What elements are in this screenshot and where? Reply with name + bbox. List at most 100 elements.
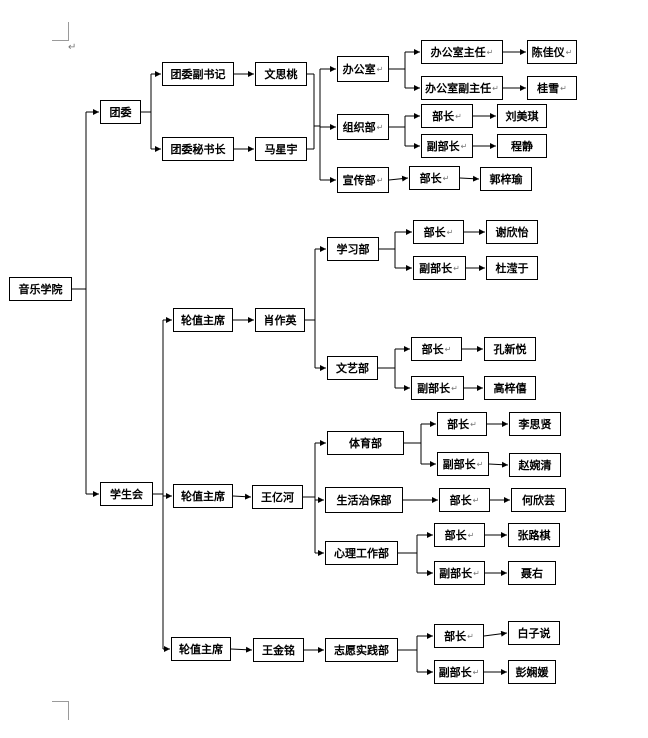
node-p-pengxuanyuan: 彭娴媛 (508, 660, 556, 684)
node-label: 副部长 (442, 458, 476, 471)
node-r-wy-buzhang: 部长↵ (411, 337, 462, 361)
node-r-sh-buzhang: 部长↵ (439, 488, 490, 512)
paragraph-mark-icon: ↵ (470, 419, 477, 429)
node-p-liumeiqi: 刘美琪 (497, 104, 547, 128)
node-r-bgs-fuzhuren: 办公室副主任↵ (421, 76, 503, 100)
node-label: 郭梓瑜 (489, 173, 523, 186)
node-p-zhaowanqing: 赵婉清 (509, 453, 561, 477)
node-p-baiziyue: 白子说 (508, 621, 560, 645)
node-p-wensitao: 文思桃 (255, 62, 307, 86)
node-d-bangongshi: 办公室↵ (337, 56, 389, 82)
paragraph-mark-icon: ↵ (476, 459, 484, 469)
node-p-chenjiayi: 陈佳仪↵ (527, 40, 577, 64)
node-label: 团委秘书长 (170, 143, 226, 156)
node-label: 何欣芸 (522, 494, 555, 507)
node-r-xx-fubuzhang: 副部长↵ (413, 256, 466, 280)
node-label: 谢欣怡 (495, 226, 529, 239)
node-label: 马星宇 (264, 143, 298, 156)
paragraph-mark-icon: ↵ (472, 667, 480, 677)
node-r-zy-fubuzhang: 副部长↵ (434, 660, 484, 684)
node-d-shenghuo: 生活治保部 (325, 487, 403, 513)
node-r-ty-buzhang: 部长↵ (437, 412, 487, 436)
node-xueshenghui: 学生会 (100, 482, 153, 506)
node-label: 学生会 (110, 488, 143, 501)
node-label: 办公室副主任 (425, 82, 492, 95)
page-corner-top-left (52, 22, 69, 41)
node-p-hexinyun: 何欣芸 (511, 488, 566, 512)
node-label: 团委副书记 (170, 68, 226, 81)
node-lz-3: 轮值主席 (171, 637, 231, 661)
node-r-zz-fubuzhang: 副部长↵ (421, 134, 473, 158)
paragraph-mark-icon: ↵ (376, 122, 384, 132)
node-d-xuexibu: 学习部 (327, 237, 379, 261)
node-label: 王金铭 (262, 644, 295, 657)
paragraph-mark-icon: ↵ (565, 47, 573, 57)
node-p-guoziyu: 郭梓瑜 (480, 167, 532, 191)
node-label: 团委 (109, 106, 132, 119)
node-r-ty-fubuzhang: 副部长↵ (437, 452, 489, 476)
node-d-tiyubu: 体育部 (327, 431, 404, 455)
node-label: 部长 (419, 172, 442, 185)
paragraph-mark-icon: ↵ (460, 141, 468, 151)
node-label: 部长 (449, 494, 472, 507)
node-tuanwei: 团委 (100, 100, 141, 124)
node-p-guixue: 桂雪↵ (527, 76, 577, 100)
node-p-duyuyu: 杜滢于 (486, 256, 538, 280)
node-p-wangjinming: 王金铭 (253, 638, 304, 662)
paragraph-mark-icon: ↵ (467, 631, 474, 641)
node-label: 轮值主席 (179, 643, 223, 656)
node-label: 副部长 (417, 382, 451, 395)
node-label: 白子说 (517, 627, 551, 640)
connector (459, 175, 480, 182)
paragraph-mark-icon: ↵ (453, 263, 460, 273)
node-label: 高梓僖 (493, 382, 527, 395)
connector (230, 646, 253, 653)
node-label: 部长 (421, 343, 444, 356)
node-label: 副部长 (419, 262, 453, 275)
paragraph-mark-icon: ↵ (451, 383, 458, 393)
node-label: 副部长 (438, 666, 472, 679)
node-label: 孔新悦 (493, 343, 527, 356)
node-label: 心理工作部 (334, 547, 389, 560)
node-d-xinli: 心理工作部 (325, 541, 398, 565)
node-p-lisixian: 李思贤 (509, 412, 561, 436)
node-label: 生活治保部 (336, 494, 392, 507)
paragraph-mark-icon: ↵ (455, 111, 462, 121)
paragraph-mark-icon: ↵ (492, 83, 499, 93)
node-label: 李思贤 (518, 418, 552, 431)
node-label: 志愿实践部 (334, 644, 389, 657)
node-tw-mishuzhang: 团委秘书长 (162, 137, 234, 161)
node-label: 组织部 (342, 121, 376, 134)
paragraph-mark-icon: ↵ (376, 64, 384, 74)
node-label: 桂雪 (537, 82, 560, 95)
paragraph-mark-icon: ↵ (560, 83, 567, 93)
node-label: 部长 (444, 630, 467, 643)
node-label: 轮值主席 (181, 314, 225, 327)
node-p-zhangluqi: 张路棋 (508, 523, 560, 547)
node-label: 王亿河 (261, 491, 294, 504)
paragraph-mark-icon: ↵ (472, 495, 480, 505)
node-r-xx-buzhang: 部长↵ (413, 220, 464, 244)
node-label: 体育部 (349, 437, 382, 450)
node-p-chengjing: 程静 (497, 134, 547, 158)
node-label: 轮值主席 (181, 490, 225, 503)
node-label: 文艺部 (336, 362, 369, 375)
node-p-kongxinyue: 孔新悦 (484, 337, 536, 361)
node-p-gaozixi: 高梓僖 (484, 376, 536, 400)
node-label: 陈佳仪 (531, 46, 565, 59)
paragraph-mark-icon: ↵ (444, 344, 452, 354)
paragraph-mark-icon: ↵ (473, 568, 480, 578)
connector (488, 461, 509, 468)
node-p-niyou: 聂右 (508, 561, 556, 585)
node-d-wenyibu: 文艺部 (327, 356, 378, 380)
node-d-zuzhibu: 组织部↵ (337, 114, 389, 140)
connector (232, 493, 252, 500)
paragraph-mark-icon: ↵ (486, 47, 494, 57)
node-r-xl-buzhang: 部长↵ (434, 523, 485, 547)
connector (483, 630, 508, 637)
node-lz-2: 轮值主席 (173, 484, 233, 508)
node-p-xiexinyi: 谢欣怡 (486, 220, 538, 244)
node-p-xiaozuoying: 肖作英 (255, 308, 305, 332)
node-label: 部长 (423, 226, 446, 239)
